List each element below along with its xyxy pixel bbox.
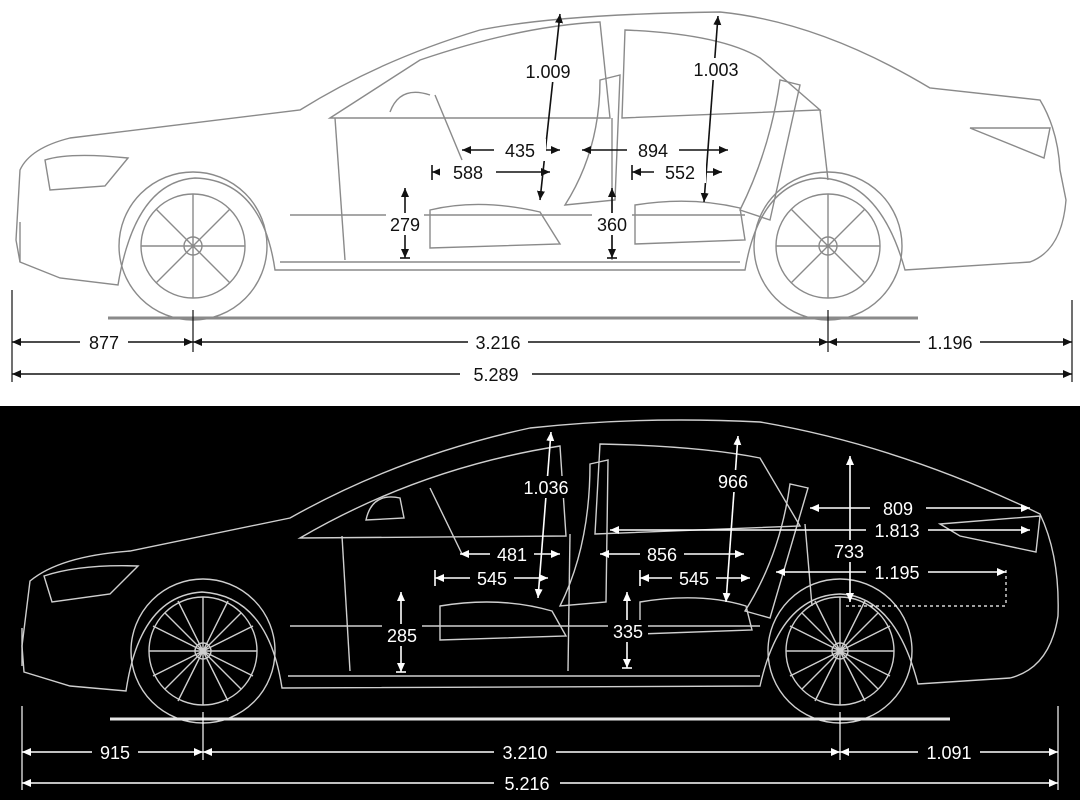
bottom-front-overhang-label: 915 bbox=[100, 743, 130, 763]
bottom-trunk-length-lower-label: 1.195 bbox=[874, 563, 919, 583]
bottom-trunk-height-label: 733 bbox=[834, 542, 864, 562]
top-headroom-front-label: 1.009 bbox=[525, 62, 570, 82]
bottom-seat-depth-front-label: 481 bbox=[497, 545, 527, 565]
top-front-wheel bbox=[118, 171, 268, 321]
top-headroom-rear-line bbox=[700, 15, 722, 203]
bottom-diagram-panel: 1.036 966 481 545 856 545 285 335 809 1.… bbox=[0, 406, 1080, 800]
bottom-car-drawing: 1.036 966 481 545 856 545 285 335 809 1.… bbox=[21, 419, 1059, 794]
bottom-front-wheel bbox=[130, 578, 276, 724]
top-seat-height-rear-label: 360 bbox=[597, 215, 627, 235]
bottom-seat-depth-rear-label: 856 bbox=[647, 545, 677, 565]
bottom-seat-height-rear-label: 335 bbox=[613, 622, 643, 642]
bottom-rear-wheel bbox=[767, 578, 913, 724]
top-wheelbase-label: 3.216 bbox=[475, 333, 520, 353]
top-front-overhang-label: 877 bbox=[89, 333, 119, 353]
bottom-trunk-length-full-label: 1.813 bbox=[874, 521, 919, 541]
bottom-headroom-front-label: 1.036 bbox=[523, 478, 568, 498]
top-reference-lines bbox=[11, 290, 1073, 382]
top-rear-overhang-label: 1.196 bbox=[927, 333, 972, 353]
top-overall-length-label: 5.289 bbox=[473, 365, 518, 385]
top-seat-depth-rear-label: 894 bbox=[638, 141, 668, 161]
bottom-legroom-rear-label: 545 bbox=[679, 569, 709, 589]
bottom-overall-length-label: 5.216 bbox=[504, 774, 549, 794]
top-legroom-rear-label: 552 bbox=[665, 163, 695, 183]
bottom-rear-overhang-label: 1.091 bbox=[926, 743, 971, 763]
top-car-drawing: 1.009 1.003 435 588 894 552 279 360 877 … bbox=[11, 11, 1073, 385]
top-car-body bbox=[15, 11, 1067, 286]
bottom-seat-height-front-label: 285 bbox=[387, 626, 417, 646]
top-seat-depth-front-label: 435 bbox=[505, 141, 535, 161]
bottom-legroom-front-label: 545 bbox=[477, 569, 507, 589]
bottom-headroom-rear-label: 966 bbox=[718, 472, 748, 492]
top-legroom-front-label: 588 bbox=[453, 163, 483, 183]
top-seat-height-front-label: 279 bbox=[390, 215, 420, 235]
bottom-trunk-length-upper-label: 809 bbox=[883, 499, 913, 519]
top-diagram-panel: 1.009 1.003 435 588 894 552 279 360 877 … bbox=[11, 11, 1073, 385]
top-headroom-rear-label: 1.003 bbox=[693, 60, 738, 80]
bottom-wheelbase-label: 3.210 bbox=[502, 743, 547, 763]
top-rear-wheel bbox=[753, 171, 903, 321]
bottom-headroom-front-line bbox=[534, 431, 555, 599]
bottom-headroom-rear-line bbox=[722, 435, 742, 603]
